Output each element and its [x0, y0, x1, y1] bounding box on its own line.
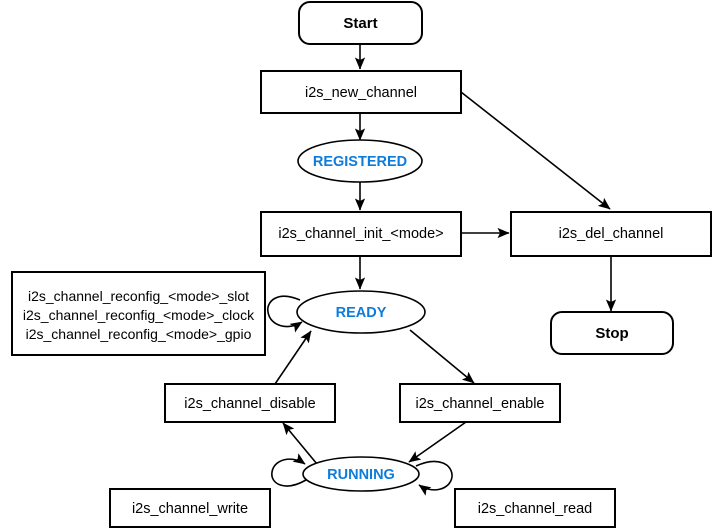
node-running-label: RUNNING [327, 467, 395, 483]
edge-running-self-loop-read [415, 460, 453, 496]
edge-running-self-loop-write [271, 453, 307, 487]
edge-ready-to-channel-enable [409, 329, 475, 384]
node-ready-state[interactable] [296, 290, 426, 334]
edge-ready-self-loop-reconfig [267, 295, 303, 333]
node-del-channel-label: i2s_del_channel [559, 226, 664, 242]
node-channel-enable-label: i2s_channel_enable [416, 396, 545, 412]
node-channel-read-label: i2s_channel_read [478, 501, 592, 517]
node-ready-label: READY [336, 305, 387, 321]
node-del-channel[interactable] [510, 211, 712, 257]
node-channel-init[interactable] [260, 211, 462, 257]
node-running-state[interactable] [302, 456, 420, 492]
node-registered-state[interactable] [297, 139, 423, 183]
node-channel-enable[interactable] [399, 383, 561, 423]
node-new-channel-label: i2s_new_channel [305, 85, 417, 101]
node-reconfig-line-2: i2s_channel_reconfig_<mode>_clock [23, 307, 255, 323]
node-stop[interactable] [550, 311, 674, 355]
node-channel-write[interactable] [109, 488, 271, 528]
node-start[interactable] [298, 1, 423, 45]
node-reconfig-line-3: i2s_channel_reconfig_<mode>_gpio [26, 326, 252, 342]
node-channel-disable[interactable] [164, 383, 336, 423]
edge-channel-enable-to-running [408, 421, 467, 463]
node-channel-write-label: i2s_channel_write [132, 501, 248, 517]
node-new-channel[interactable] [260, 70, 462, 114]
node-channel-disable-label: i2s_channel_disable [184, 396, 315, 412]
node-channel-init-label: i2s_channel_init_<mode> [278, 226, 443, 242]
edge-channel-disable-to-ready [274, 330, 312, 385]
node-channel-read[interactable] [454, 488, 616, 528]
node-reconfig-functions[interactable] [11, 271, 266, 356]
node-stop-label: Stop [595, 325, 628, 342]
edge-running-to-channel-disable [282, 422, 318, 465]
edge-new-channel-to-del-channel [460, 91, 611, 210]
node-registered-label: REGISTERED [313, 154, 407, 170]
node-start-label: Start [343, 15, 377, 32]
node-reconfig-line-1: i2s_channel_reconfig_<mode>_slot [28, 288, 249, 304]
